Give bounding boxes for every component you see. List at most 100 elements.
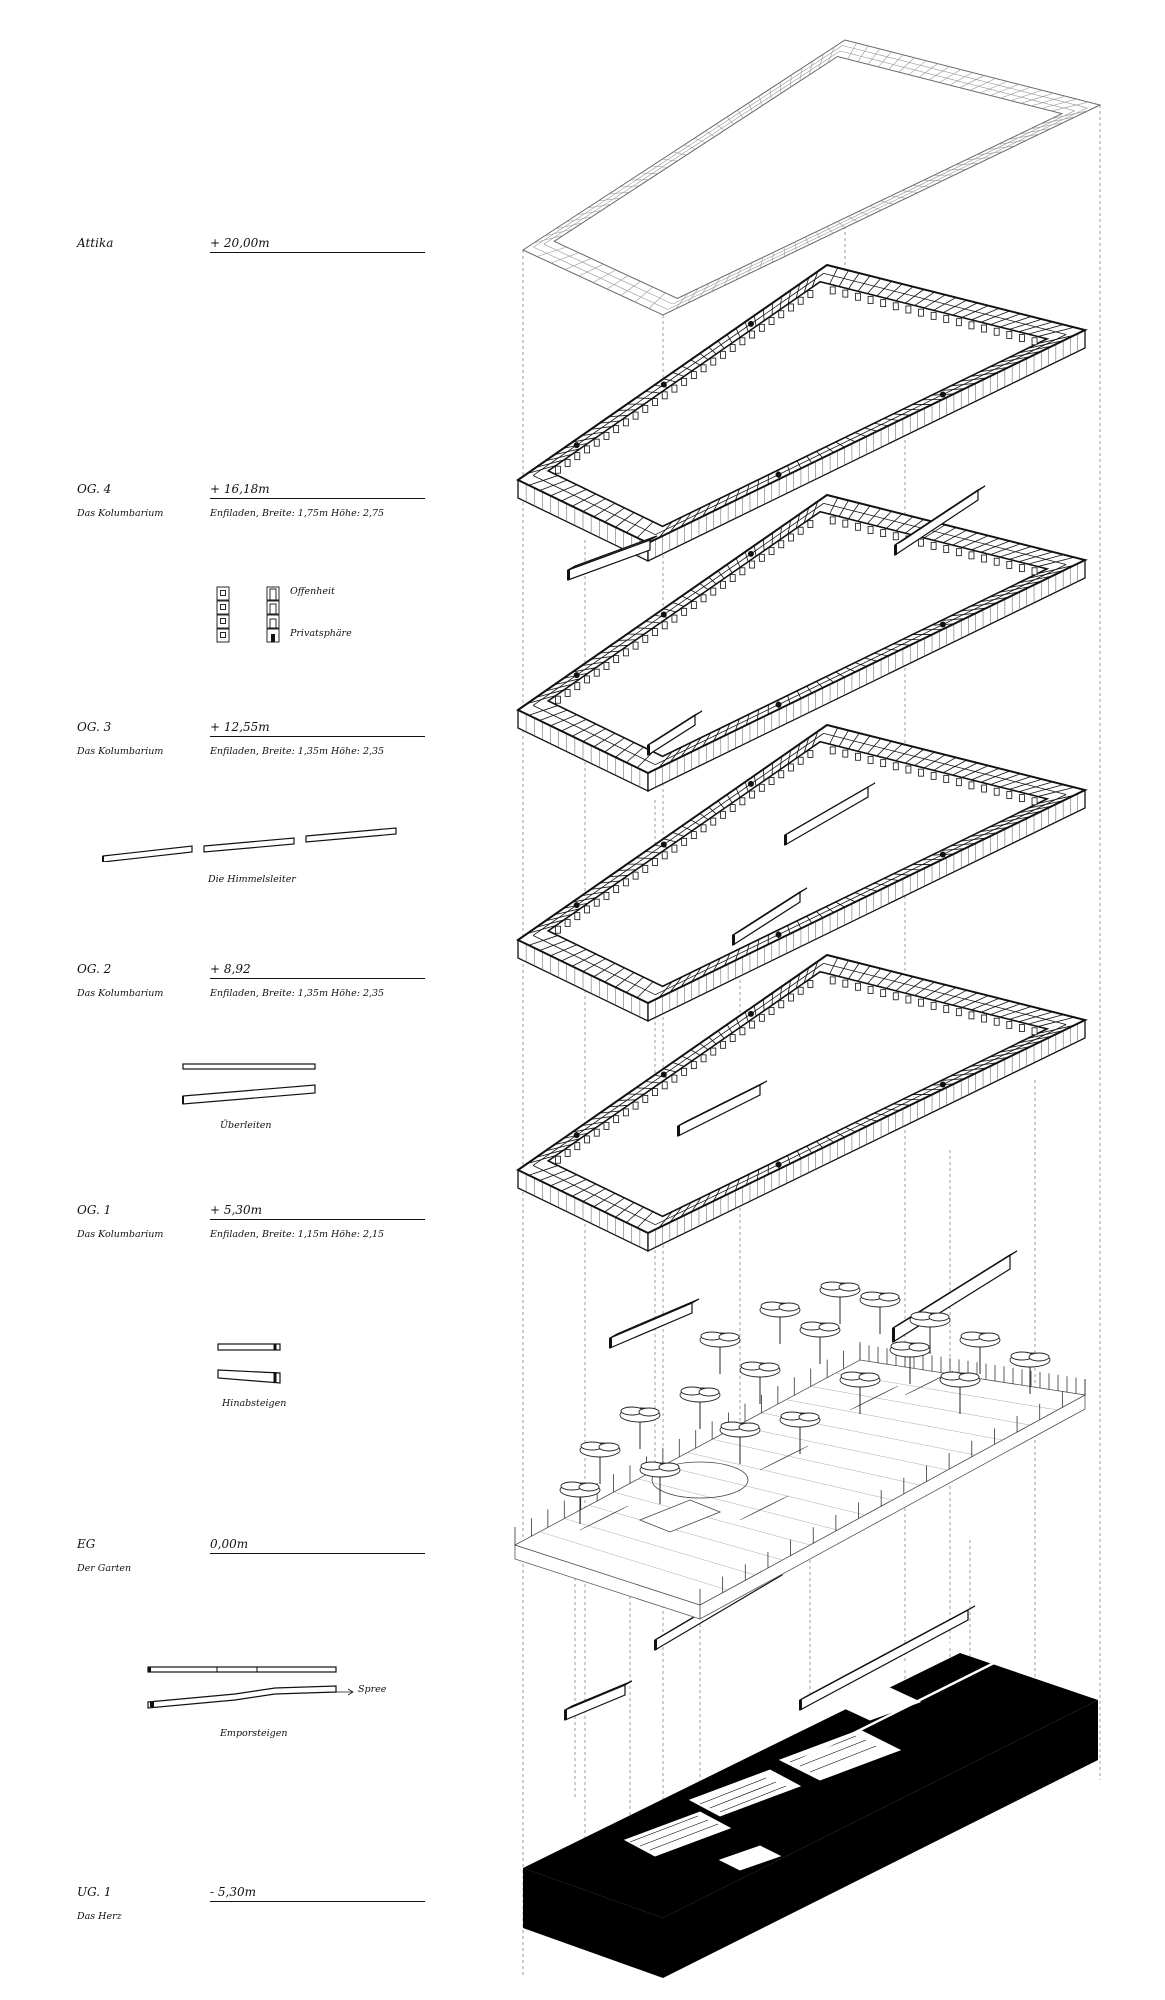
level-height: - 5,30m <box>210 1885 256 1899</box>
attika-roof-grid <box>521 39 1102 316</box>
beam-og4-a <box>567 539 651 581</box>
level-rule <box>210 1901 425 1902</box>
floor-og3 <box>516 493 1088 793</box>
level-name: OG. 2 <box>77 962 112 976</box>
level-height: + 20,00m <box>210 236 270 250</box>
level-enfilade: Enfiladen, Breite: 1,35m Höhe: 2,35 <box>210 746 385 757</box>
hinabsteigen-diagram <box>217 1343 281 1384</box>
level-rule <box>210 978 425 979</box>
beam-og2-a-top <box>784 782 876 836</box>
level-height: + 12,55m <box>210 720 270 734</box>
garden-paving <box>539 1372 1058 1591</box>
tree <box>779 1411 821 1454</box>
floor-face-hatch <box>525 563 1078 788</box>
floor-face-hatch <box>525 1023 1078 1248</box>
beam-eg-c-top <box>799 1605 976 1701</box>
level-enfilade: Enfiladen, Breite: 1,15m Höhe: 2,15 <box>210 1229 385 1240</box>
level-name: EG <box>77 1537 96 1551</box>
beam-eg-b <box>564 1684 626 1721</box>
level-height: + 8,92 <box>210 962 251 976</box>
level-height: 0,00m <box>210 1537 249 1551</box>
columbarium-floors <box>516 263 1088 1253</box>
tree <box>1009 1351 1051 1394</box>
beam-eg-c-end <box>799 1700 802 1710</box>
tree <box>679 1386 721 1429</box>
arrow-right-icon <box>334 1688 354 1696</box>
tree <box>759 1301 801 1344</box>
floor-face-hatch <box>525 333 1078 558</box>
floor-niche-grid <box>526 727 1075 999</box>
tree <box>619 1406 661 1449</box>
beam-eg-a-end <box>654 1640 657 1650</box>
floor-inner-niches <box>554 286 1038 474</box>
floor-niche-grid <box>526 957 1075 1229</box>
garden-seating <box>579 1370 954 1531</box>
level-subtitle: Das Herz <box>77 1911 122 1922</box>
floor-top-inner <box>546 510 1050 758</box>
beam-og1-a-top <box>677 1080 768 1127</box>
level-rule <box>210 736 425 737</box>
floor-niche-grid <box>526 267 1075 539</box>
beam-eg-b-top <box>564 1680 633 1711</box>
level-enfilade: Enfiladen, Breite: 1,35m Höhe: 2,35 <box>210 988 385 999</box>
beam-og1-c <box>892 1253 1011 1344</box>
tree <box>839 1371 881 1414</box>
himmelsleiter-diagram <box>102 827 397 862</box>
floor-inner-niches <box>554 976 1038 1164</box>
openness-privacy-legend <box>216 586 280 643</box>
level-name: Attika <box>77 236 114 250</box>
beam-og4-b-top <box>894 485 986 546</box>
legend-openness: Offenheit <box>290 586 335 597</box>
attika-grid-lines <box>533 42 1089 310</box>
level-subtitle: Der Garten <box>77 1563 132 1574</box>
beam-og1-c-end <box>892 1328 895 1342</box>
beam-og1-b-top <box>609 1298 700 1339</box>
beam-og2-b-top <box>732 887 808 936</box>
floor-top-inner <box>546 740 1050 988</box>
floor-dark-niches <box>573 1010 946 1168</box>
tree <box>579 1441 621 1484</box>
ug-court-2 <box>688 1769 802 1817</box>
tree <box>719 1421 761 1464</box>
level-name: OG. 4 <box>77 482 112 496</box>
ug-ramp-line-2 <box>799 1653 1011 1762</box>
level-subtitle: Das Kolumbarium <box>77 508 164 519</box>
level-rule <box>210 1219 425 1220</box>
level-subtitle: Das Kolumbarium <box>77 988 164 999</box>
level-subtitle: Das Kolumbarium <box>77 746 164 757</box>
level-rule <box>210 252 425 253</box>
level-rule <box>210 1553 425 1554</box>
garden-plaza <box>638 1499 722 1533</box>
beam-og3-a-end <box>647 745 650 755</box>
ug-court-3 <box>778 1729 902 1781</box>
beam-og4-a-top <box>567 535 658 571</box>
beam-og1-b-end <box>609 1338 612 1348</box>
caption-emporsteigen: Emporsteigen <box>220 1728 288 1739</box>
level-name: OG. 1 <box>77 1203 112 1217</box>
caption-ueberleiten: Überleiten <box>220 1120 272 1131</box>
tree <box>639 1461 681 1504</box>
tree <box>859 1291 901 1334</box>
tree <box>889 1341 931 1384</box>
floor-dark-niches <box>573 550 946 708</box>
emporsteigen-diagram <box>147 1666 337 1709</box>
underground-heart-block <box>523 1638 1098 1978</box>
level-height: + 5,30m <box>210 1203 262 1217</box>
caption-spree: Spree <box>358 1684 387 1695</box>
garden-courtyard <box>651 1461 749 1499</box>
floor-inner-niches <box>554 746 1038 934</box>
floor-face-hatch <box>525 793 1078 1018</box>
beam-og4-a-end <box>567 570 570 580</box>
beam-og1-a-end <box>677 1126 680 1136</box>
beam-og2-a-end <box>784 835 787 845</box>
ug-front <box>523 1868 663 1978</box>
ueberleiten-diagram <box>182 1063 316 1105</box>
floor-top-inner <box>546 280 1050 528</box>
beam-og4-b-end <box>894 545 897 555</box>
beam-og3-a-top <box>647 710 703 746</box>
level-name: OG. 3 <box>77 720 112 734</box>
level-enfilade: Enfiladen, Breite: 1,75m Höhe: 2,75 <box>210 508 385 519</box>
floor-og1 <box>516 953 1088 1253</box>
beam-og1-c-top <box>892 1250 1018 1329</box>
